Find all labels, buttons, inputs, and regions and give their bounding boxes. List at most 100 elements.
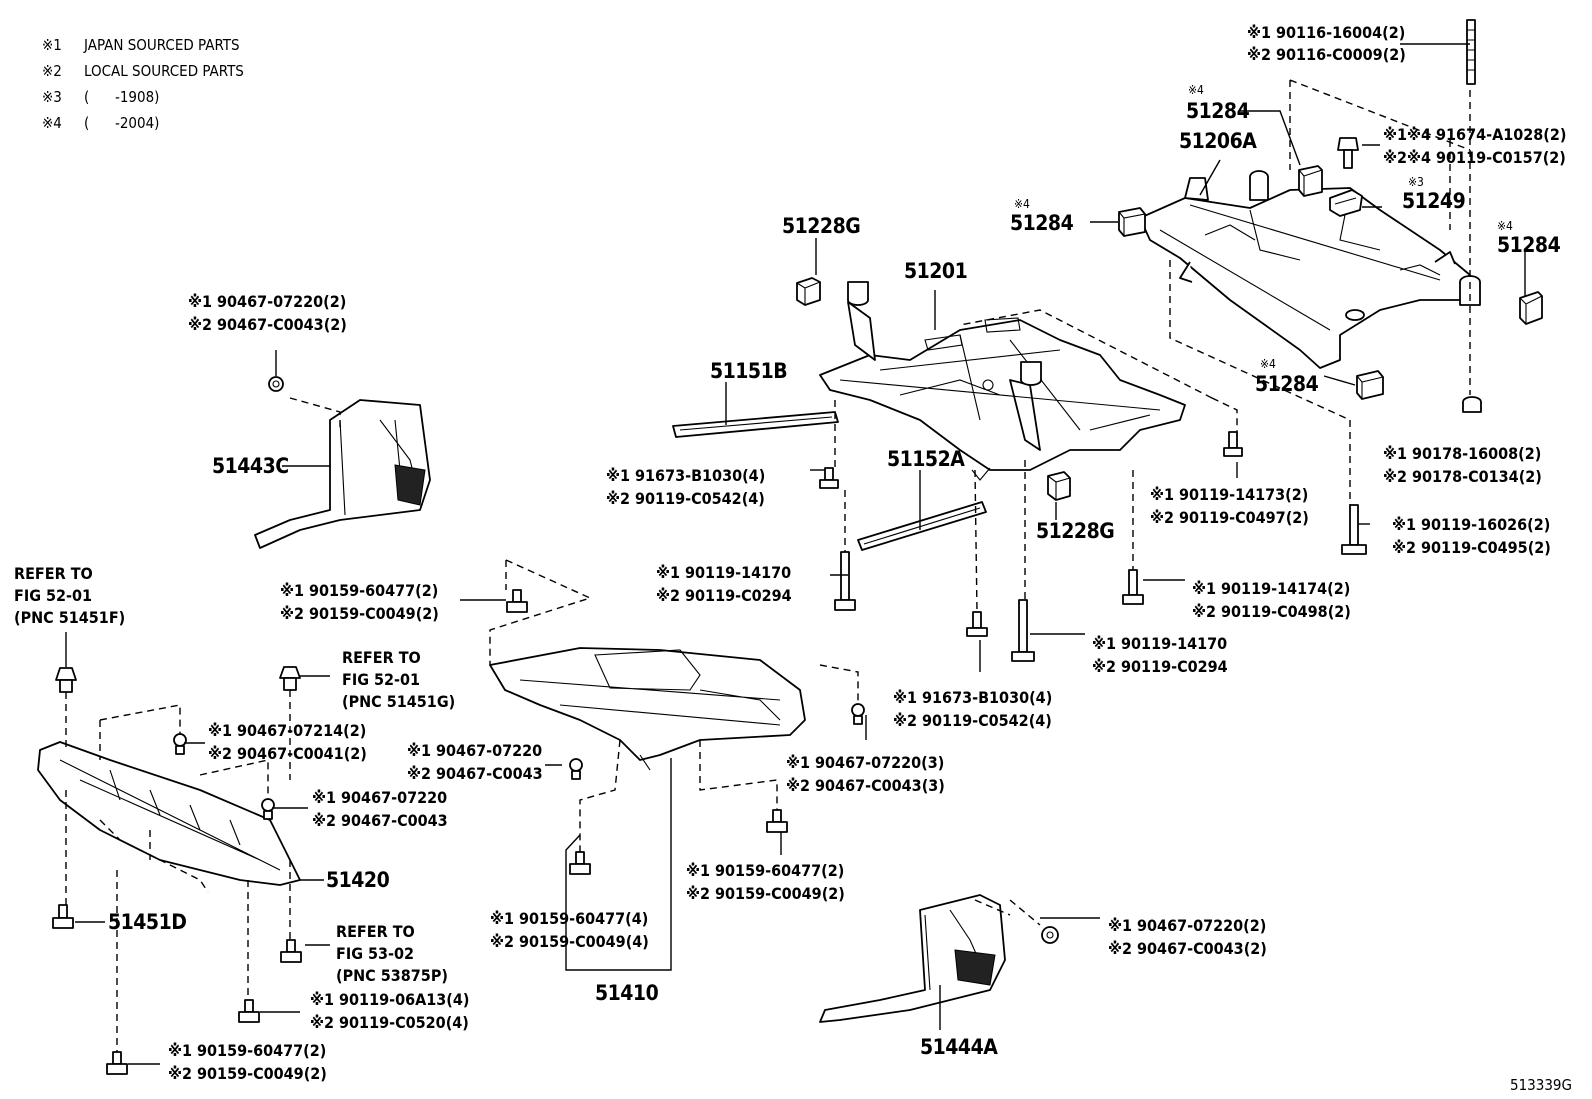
callout-90467-07214-l2: ※2 90467-C0041(2) (208, 744, 367, 763)
mark-4-d: ※4 (1260, 357, 1276, 371)
callout-90159-60477-2c-l2: ※2 90159-C0049(2) (168, 1064, 327, 1083)
assembly-lines (65, 79, 1471, 1052)
front-subframe-drawing (819, 281, 1186, 481)
callout-90178-l2: ※2 90178-C0134(2) (1383, 467, 1542, 486)
collar-90178-drawing (1462, 396, 1482, 413)
legend-text-3: ( -1908) (84, 88, 159, 106)
pnc-51201: 51201 (904, 259, 967, 283)
pnc-51284-b: 51284 (1010, 211, 1074, 235)
callout-90119-14170-left-l1: ※1 90119-14170 (656, 563, 791, 582)
clip-90467-07220-mid-drawing (569, 758, 583, 780)
callout-90159-60477-2b-l1: ※1 90159-60477(2) (686, 861, 844, 880)
callout-90116-l1: ※1 90116-16004(2) (1247, 23, 1405, 42)
ref-51451g-l2: FIG 52-01 (342, 670, 420, 689)
clip-51228g-bottom-drawing (1047, 471, 1071, 501)
callout-91674-l2: ※2※4 90119-C0157(2) (1383, 148, 1566, 167)
callout-91673-a-l2: ※2 90119-C0542(4) (606, 489, 765, 508)
mark-4-b: ※4 (1014, 197, 1030, 211)
callout-90119-06a13-l2: ※2 90119-C0520(4) (310, 1013, 469, 1032)
clip-90467-07220-left-drawing (261, 798, 275, 820)
callout-90116-l2: ※2 90116-C0009(2) (1247, 45, 1406, 64)
callout-90119-14170-left-l2: ※2 90119-C0294 (656, 586, 792, 605)
callout-90119-14173-l1: ※1 90119-14173(2) (1150, 485, 1308, 504)
ref-53875p-l1: REFER TO (336, 922, 415, 941)
mount-51284-b-drawing (1118, 207, 1146, 237)
callout-90467-07220-mid-l1: ※1 90467-07220 (407, 741, 542, 760)
diagram-id: 513339G (1510, 1076, 1572, 1094)
callout-90178-l1: ※1 90178-16008(2) (1383, 444, 1541, 463)
clip-51228g-top-drawing (796, 277, 821, 306)
bolt-90159-60477-c-drawing (106, 1051, 128, 1075)
bracket-51249-drawing (1329, 189, 1363, 217)
bolt-90119-14173-drawing (1223, 431, 1243, 457)
pnc-51206a: 51206A (1179, 129, 1257, 153)
ref-51451g-l1: REFER TO (342, 648, 421, 667)
pnc-labels: 51201 51206A 51228G 51228G 51151B 51152A… (108, 83, 1561, 1059)
bolt-91673-a-drawing (819, 467, 839, 489)
pnc-51451d: 51451D (108, 910, 186, 934)
legend-mark-1: ※1 (42, 36, 62, 54)
callout-90467-07214-l1: ※1 90467-07214(2) (208, 721, 366, 740)
clip-90467-a-drawing (268, 376, 284, 392)
callout-90467-07220-2a-l2: ※2 90467-C0043(2) (188, 315, 347, 334)
ref-53875p-l2: FIG 53-02 (336, 944, 414, 963)
clip-90467-b-drawing (1041, 926, 1059, 944)
brace-51152a-drawing (857, 501, 987, 551)
mount-51284-d-drawing (1356, 370, 1384, 400)
clip-refer-51451f-drawing (55, 667, 77, 693)
mark-4-a: ※4 (1188, 83, 1204, 97)
legend-mark-2: ※2 (42, 62, 62, 80)
clip-90467-07214-drawing (173, 733, 187, 755)
ref-53875p-l3: (PNC 53875P) (336, 966, 448, 985)
mount-51284-c-drawing (1519, 291, 1543, 325)
side-cover-51444a-drawing (819, 894, 1006, 1023)
callout-90467-07220-mid-l2: ※2 90467-C0043 (407, 764, 543, 783)
front-cover-51420-drawing (37, 741, 301, 886)
callouts: ※1 90116-16004(2) ※2 90116-C0009(2) ※1※4… (168, 23, 1566, 1083)
pnc-51420: 51420 (326, 868, 390, 892)
reference-notes: REFER TO FIG 52-01 (PNC 51451F) REFER TO… (14, 564, 455, 985)
bolt-90119-14170-left-drawing (834, 551, 856, 611)
callout-90467-07220-2a-l1: ※1 90467-07220(2) (188, 292, 346, 311)
callout-90467-07220-left-l2: ※2 90467-C0043 (312, 811, 448, 830)
legend-mark-4: ※4 (42, 114, 62, 132)
callout-90159-60477-2a-l2: ※2 90159-C0049(2) (280, 604, 439, 623)
bolt-90119-14170-right-drawing (1011, 599, 1035, 662)
bolt-90119-14174-drawing (1122, 569, 1144, 605)
pnc-51284-d: 51284 (1255, 372, 1319, 396)
bolt-refer-53875p-drawing (280, 939, 302, 963)
pnc-51443c: 51443C (212, 454, 289, 478)
callout-90119-16026-l2: ※2 90119-C0495(2) (1392, 538, 1551, 557)
legend-text-4: ( -2004) (84, 114, 159, 132)
callout-91673-a-l1: ※1 91673-B1030(4) (606, 466, 765, 485)
stud-90116-drawing (1466, 19, 1476, 85)
callout-90159-60477-4-l1: ※1 90159-60477(4) (490, 909, 648, 928)
callout-90119-16026-l1: ※1 90119-16026(2) (1392, 515, 1550, 534)
ref-51451g-l3: (PNC 51451G) (342, 692, 455, 711)
side-cover-51443c-drawing (254, 399, 431, 549)
callout-90119-14174-l2: ※2 90119-C0498(2) (1192, 602, 1351, 621)
bolt-90159-60477-a-drawing (506, 589, 528, 613)
callout-91673-b-l1: ※1 91673-B1030(4) (893, 688, 1052, 707)
callout-90119-14174-l1: ※1 90119-14174(2) (1192, 579, 1350, 598)
bolt-51451d-drawing (52, 904, 74, 929)
bolt-90159-60477-4-drawing (569, 851, 591, 875)
pnc-51249: 51249 (1402, 189, 1465, 213)
pnc-51410: 51410 (595, 981, 659, 1005)
ref-51451f-l2: FIG 52-01 (14, 586, 92, 605)
legend-text-2: LOCAL SOURCED PARTS (84, 62, 244, 80)
callout-90467-07220-3-l1: ※1 90467-07220(3) (786, 753, 944, 772)
ref-51451f-l1: REFER TO (14, 564, 93, 583)
ref-51451f-l3: (PNC 51451F) (14, 608, 125, 627)
callout-91673-b-l2: ※2 90119-C0542(4) (893, 711, 1052, 730)
callout-90119-14170-right-l1: ※1 90119-14170 (1092, 634, 1227, 653)
bolt-90119-06a13-drawing (238, 999, 260, 1023)
legend-text-1: JAPAN SOURCED PARTS (83, 36, 240, 54)
callout-90159-60477-4-l2: ※2 90159-C0049(4) (490, 932, 649, 951)
callout-90467-07220-2b-l2: ※2 90467-C0043(2) (1108, 939, 1267, 958)
pnc-51228g-top: 51228G (782, 214, 860, 238)
mark-3: ※3 (1408, 175, 1424, 189)
callout-90119-06a13-l1: ※1 90119-06A13(4) (310, 990, 469, 1009)
callout-90119-14170-right-l2: ※2 90119-C0294 (1092, 657, 1228, 676)
